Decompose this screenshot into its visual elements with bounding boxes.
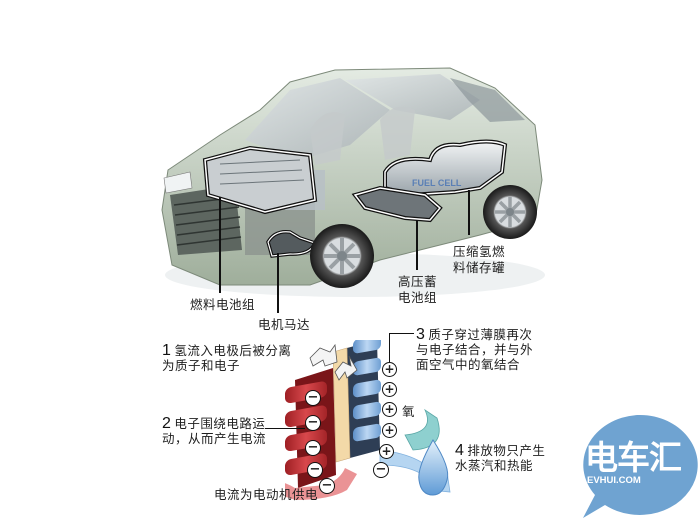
oxygen-label: 氧 [402,404,415,419]
step-2-line1: 电子围绕电路运 [174,416,266,431]
proton-plus-2: + [382,382,397,397]
oxygen-label-text: 氧 [402,404,416,419]
step-3-line1: 质子穿过薄膜再次 [428,327,533,342]
electron-minus-3: − [305,440,321,456]
current-label: 电流为电动机供电 [214,487,318,502]
callout-electric-motor-text: 电机马达 [258,317,311,332]
step-4-number: 4 [455,442,465,459]
callout-fuel-cell-stack: 燃料电池组 [190,297,255,312]
car-illustration-graphic: FUEL CELL [161,67,545,297]
callout-fuel-cell-stack-text: 燃料电池组 [190,297,256,312]
electron-minus-4: − [307,462,323,478]
leader-line-step-3-vertical [389,333,390,363]
proton-plus-1: + [382,362,397,377]
leader-line-motor [277,253,279,313]
step-3-line3: 面空气中的氧结合 [416,357,521,372]
step-2-number: 2 [162,415,172,432]
leader-line-hv-battery [416,220,418,270]
callout-h2-tank: 压缩氢燃 料储存罐 [453,244,505,276]
electron-minus-6: − [373,462,389,478]
leader-line-step-3-horizontal [389,333,414,334]
step-4-line1: 排放物只产生 [467,443,546,458]
callout-hv-battery-line1: 高压蓄 [398,274,438,289]
leader-line-step-2 [265,428,305,429]
car-cutaway-illustration: FUEL CELL [150,60,550,310]
leader-line-fuel-cell-stack [219,197,221,293]
proton-plus-3: + [382,402,397,417]
step-3-number: 3 [416,326,426,343]
fuel-cell-badge: FUEL CELL [412,178,462,188]
fuel-cell-reaction-diagram: − − − − − − + + + + + [285,340,465,500]
step-1-line2: 为质子和电子 [162,358,241,373]
electron-minus-2: − [305,415,321,431]
callout-h2-tank-line2: 料储存罐 [453,260,506,275]
callout-hv-battery-line2: 电池组 [398,290,438,305]
electron-minus-5: − [319,478,335,494]
logo-chinese-text: 电车汇 [585,439,682,476]
step-3-line2: 与电子结合，并与外 [416,342,534,357]
callout-hv-battery: 高压蓄 电池组 [398,274,437,306]
callout-electric-motor: 电机马达 [258,317,310,332]
electron-minus-1: − [305,390,321,406]
evhui-watermark-logo: 电车汇 EVHUI.COM [575,413,700,523]
callout-h2-tank-line1: 压缩氢燃 [453,244,506,259]
step-1-line1: 氢流入电极后被分离 [174,343,292,358]
step-4-line2: 水蒸汽和热能 [455,458,534,473]
step-1-number: 1 [162,342,172,359]
step-2-line2: 动，从而产生电流 [162,431,267,446]
proton-plus-5: + [379,444,394,459]
leader-line-h2-tank [468,190,470,235]
current-label-text: 电流为电动机供电 [214,487,319,502]
logo-domain-text: EVHUI.COM [587,475,641,486]
speech-bubble-icon [583,414,698,518]
proton-plus-4: + [382,423,397,438]
